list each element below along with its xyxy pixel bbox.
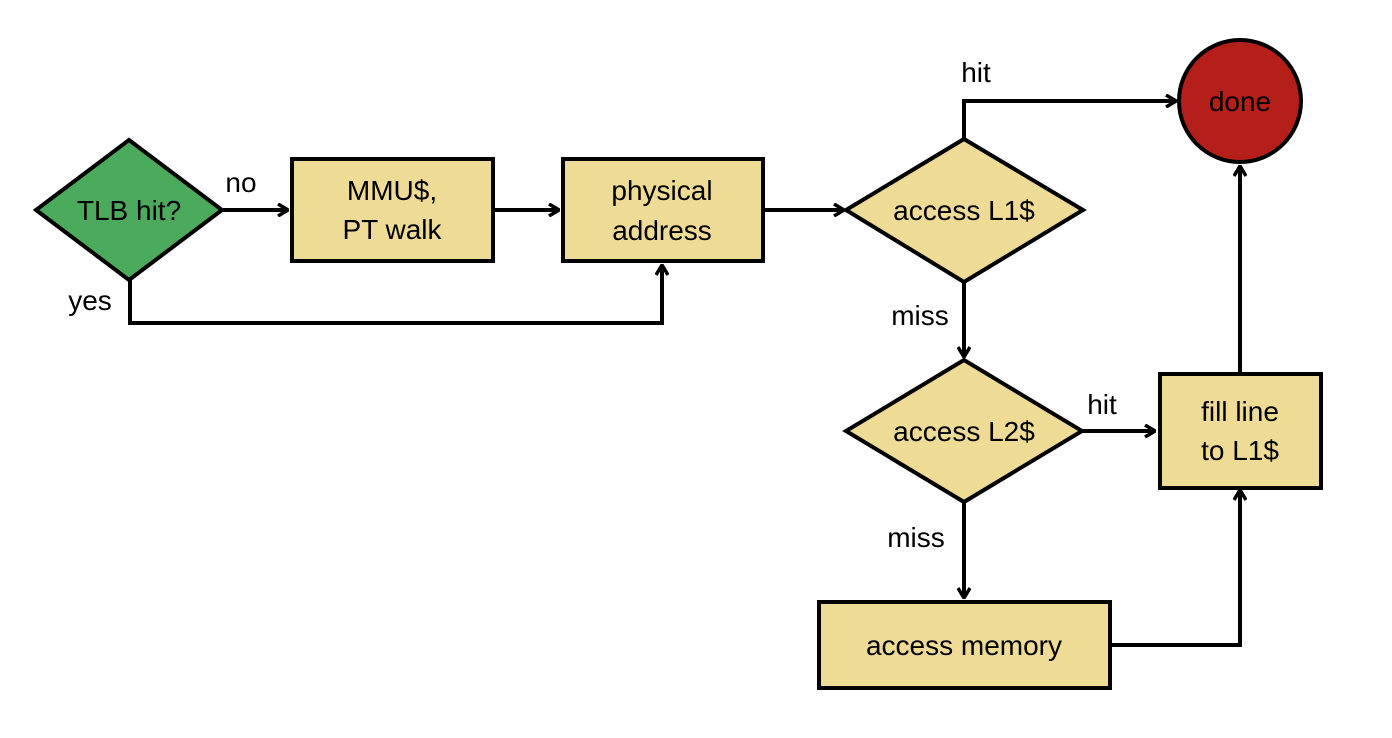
fill-line-label-line1: fill line [1201, 396, 1279, 427]
edge-l1-hit-to-done [962, 101, 1176, 139]
access-l2-label: access L2$ [893, 416, 1035, 447]
node-tlb-hit: TLB hit? [32, 137, 226, 283]
node-access-l2: access L2$ [842, 357, 1086, 505]
process-box-memory [817, 600, 1112, 690]
done-label: done [1209, 86, 1271, 117]
node-fill-line: fill line to L1$ [1158, 372, 1323, 490]
process-box-fill [1158, 372, 1323, 490]
node-access-memory: access memory [817, 600, 1112, 690]
access-l1-label: access L1$ [893, 195, 1035, 226]
mmu-walk-label-line2: PT walk [342, 214, 442, 245]
process-box-physical [561, 157, 765, 263]
decision-diamond-tlb [32, 137, 226, 283]
edge-memory-to-fill [1110, 490, 1240, 647]
edge-label-l2-hit: hit [1087, 389, 1117, 420]
edge-label-tlb-yes: yes [68, 285, 112, 316]
node-access-l1: access L1$ [842, 136, 1087, 285]
physical-address-label-line1: physical [611, 175, 712, 206]
edge-label-l1-miss: miss [891, 300, 949, 331]
physical-address-label-line2: address [612, 215, 712, 246]
fill-line-label-line2: to L1$ [1201, 435, 1279, 466]
access-memory-label: access memory [866, 630, 1062, 661]
process-box-mmu [290, 157, 495, 263]
terminal-circle-done [1177, 38, 1303, 164]
edge-label-l2-miss: miss [887, 522, 945, 553]
tlb-hit-label: TLB hit? [77, 195, 181, 226]
decision-diamond-l1 [842, 136, 1087, 285]
mmu-walk-label-line1: MMU$, [347, 175, 437, 206]
edge-tlb-yes-to-physical [128, 265, 662, 325]
edge-label-l1-hit: hit [961, 57, 991, 88]
edge-label-tlb-no: no [225, 167, 256, 198]
node-physical-address: physical address [561, 157, 765, 263]
node-done: done [1177, 38, 1303, 164]
decision-diamond-l2 [842, 357, 1086, 505]
node-mmu-walk: MMU$, PT walk [290, 157, 495, 263]
